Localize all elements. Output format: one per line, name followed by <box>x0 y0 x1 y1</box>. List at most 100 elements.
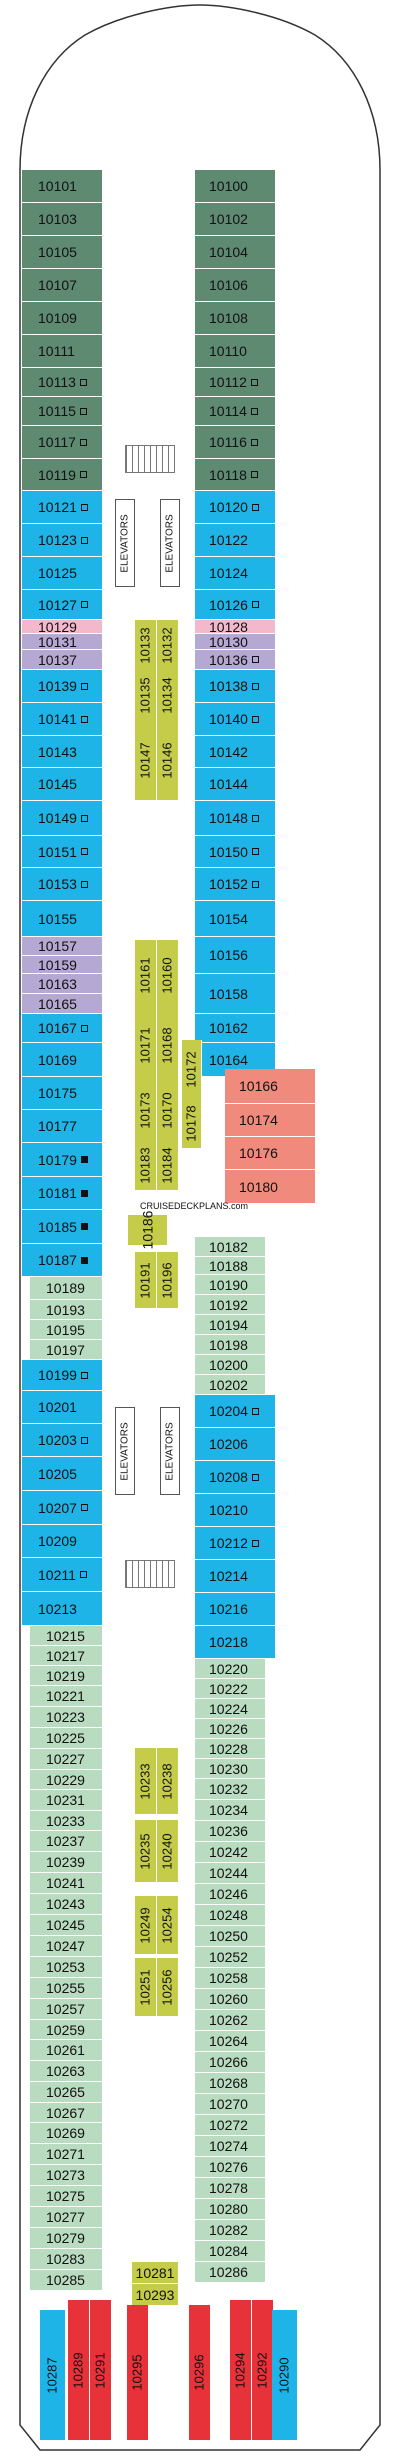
elevators-3: ELEVATORS <box>115 1407 135 1495</box>
cabin-number: 10206 <box>209 1436 248 1452</box>
cabin-number: 10224 <box>209 1700 248 1717</box>
cabin-starboard-10152: 10152 <box>195 868 275 901</box>
cabin-center-10183: 10183 <box>135 1140 157 1190</box>
cabin-starboard-10248: 10248 <box>195 1905 265 1926</box>
cabin-number: 10109 <box>38 310 77 326</box>
cabin-number: 10221 <box>46 1688 85 1704</box>
cabin-number: 10219 <box>46 1667 85 1684</box>
cabin-number: 10282 <box>209 2222 248 2238</box>
cabin-port-10139: 10139 <box>22 670 102 703</box>
cabin-port-10205: 10205 <box>22 1457 102 1491</box>
cabin-number: 10261 <box>46 2042 85 2058</box>
square-icon <box>251 1539 259 1547</box>
cabin-number: 10185 <box>38 1218 77 1235</box>
cabin-stern-10289: 10289 <box>68 2300 90 2440</box>
cabin-number: 10134 <box>160 676 175 714</box>
cabin-number: 10107 <box>38 277 77 293</box>
cabin-number: 10144 <box>209 776 248 792</box>
elevators-1: ELEVATORS <box>115 499 135 587</box>
cabin-number: 10238 <box>160 1762 175 1800</box>
cabin-starboard-10150: 10150 <box>195 836 275 868</box>
cabin-starboard-10108: 10108 <box>195 302 275 335</box>
cabin-number: 10105 <box>38 244 77 260</box>
cabin-number: 10148 <box>209 810 248 826</box>
cabin-number: 10165 <box>38 995 77 1012</box>
cabin-number: 10176 <box>239 1145 278 1161</box>
cabin-starboard-10144: 10144 <box>195 768 275 801</box>
cabin-starboard-10102: 10102 <box>195 203 275 236</box>
cabin-number: 10241 <box>46 1875 85 1891</box>
cabin-number: 10286 <box>209 2264 248 2280</box>
cabin-port-10107: 10107 <box>22 269 102 302</box>
cabin-number: 10153 <box>38 876 77 892</box>
square-icon <box>79 1571 87 1578</box>
cabin-number: 10253 <box>46 1959 85 1975</box>
cabin-port-10199: 10199 <box>22 1360 102 1391</box>
cabin-number: 10250 <box>209 1928 248 1944</box>
cabin-number: 10272 <box>209 2117 248 2133</box>
cabin-number: 10266 <box>209 2054 248 2070</box>
cabin-number: 10168 <box>160 1026 175 1064</box>
cabin-number: 10136 <box>209 651 248 668</box>
cabin-port-10165: 10165 <box>22 994 102 1014</box>
suite-10176: 10176 <box>225 1137 315 1170</box>
cabin-stern-10290: 10290 <box>272 2310 298 2440</box>
cabin-number: 10183 <box>138 1146 153 1184</box>
cabin-number: 10232 <box>209 1781 248 1797</box>
cabin-starboard-10120: 10120 <box>195 491 275 524</box>
cabin-port-10273: 10273 <box>30 2165 102 2186</box>
cabin-number: 10291 <box>93 2351 108 2389</box>
cabin-center-10132: 10132 <box>157 620 179 670</box>
square-icon <box>79 471 87 478</box>
square-icon <box>80 715 88 723</box>
cabin-port-10101: 10101 <box>22 170 102 203</box>
cabin-starboard-10104: 10104 <box>195 236 275 269</box>
cabin-port-10203: 10203 <box>22 1424 102 1457</box>
cabin-number: 10163 <box>38 975 77 992</box>
cabin-port-10207: 10207 <box>22 1491 102 1525</box>
cabin-port-10259: 10259 <box>30 2020 102 2040</box>
cabin-port-10245: 10245 <box>30 1915 102 1936</box>
cabin-number: 10180 <box>239 1178 278 1195</box>
cabin-starboard-10190: 10190 <box>195 1275 265 1295</box>
suite-10174: 10174 <box>225 1104 315 1137</box>
cabin-number: 10122 <box>209 532 248 548</box>
cabin-number: 10216 <box>209 1601 248 1617</box>
cabin-starboard-10188: 10188 <box>195 1257 265 1275</box>
cabin-number: 10147 <box>138 741 153 779</box>
cabin-number: 10166 <box>239 1078 278 1094</box>
cabin-number: 10191 <box>138 1261 153 1299</box>
cabin-port-10223: 10223 <box>30 1707 102 1728</box>
cabin-starboard-10148: 10148 <box>195 801 275 836</box>
cabin-number: 10252 <box>209 1949 248 1965</box>
cabin-starboard-10156: 10156 <box>195 937 275 974</box>
cabin-center-10173: 10173 <box>135 1080 157 1140</box>
cabin-number: 10204 <box>209 1403 248 1419</box>
cabin-starboard-10182: 10182 <box>195 1237 265 1257</box>
cabin-number: 10124 <box>209 565 248 581</box>
cabin-port-10261: 10261 <box>30 2040 102 2061</box>
cabin-number: 10154 <box>209 910 248 927</box>
cabin-center-10238: 10238 <box>157 1748 179 1814</box>
cabin-starboard-10232: 10232 <box>195 1779 265 1800</box>
cabin-number: 10230 <box>209 1760 248 1777</box>
cabin-number: 10198 <box>209 1336 248 1353</box>
cabin-center-10281: 10281 <box>132 2262 178 2284</box>
cabin-port-10241: 10241 <box>30 1873 102 1894</box>
watermark: CRUISEDECKPLANS.com <box>140 1201 248 1211</box>
cabin-port-10121: 10121 <box>22 491 102 524</box>
cabin-starboard-10274: 10274 <box>195 2136 265 2157</box>
cabin-number: 10243 <box>46 1896 85 1912</box>
cabin-number: 10233 <box>138 1762 153 1800</box>
cabin-port-10109: 10109 <box>22 302 102 335</box>
cabin-number: 10113 <box>38 374 76 390</box>
cabin-number: 10231 <box>46 1792 85 1808</box>
filled-square-icon <box>80 1156 88 1163</box>
cabin-stern-10295: 10295 <box>127 2305 149 2440</box>
cabin-starboard-10212: 10212 <box>195 1527 275 1560</box>
cabin-starboard-10204: 10204 <box>195 1395 275 1428</box>
cabin-starboard-10262: 10262 <box>195 2010 265 2031</box>
square-icon <box>250 471 258 478</box>
cabin-starboard-10142: 10142 <box>195 736 275 768</box>
